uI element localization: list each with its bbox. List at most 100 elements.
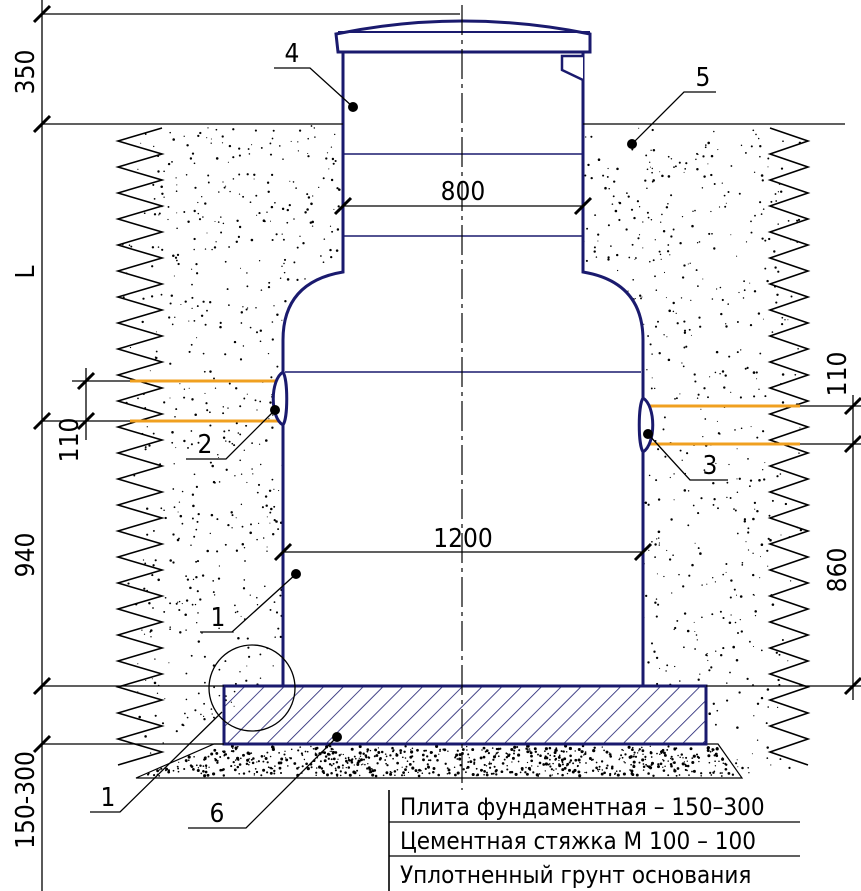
base-dot <box>664 765 666 767</box>
base-dot <box>588 757 592 760</box>
soil-dot <box>160 293 163 296</box>
soil-dot <box>203 718 206 721</box>
base-dot <box>483 770 486 773</box>
soil-dot <box>606 175 609 178</box>
soil-dot <box>240 615 242 617</box>
base-dot <box>600 760 604 763</box>
base-dot <box>286 765 289 767</box>
soil-dot <box>227 523 230 527</box>
base-dot <box>482 746 486 750</box>
soil-dot <box>667 244 670 246</box>
soil-dot <box>197 201 199 204</box>
soil-dot <box>307 152 309 155</box>
base-dot <box>601 746 603 748</box>
base-dot <box>418 768 421 772</box>
soil-dot <box>729 497 732 499</box>
base-dot <box>679 756 681 758</box>
soil-dot <box>663 416 666 419</box>
base-dot <box>200 772 203 775</box>
base-dot <box>389 772 393 776</box>
soil-dot <box>246 307 249 309</box>
soil-dot <box>259 463 262 466</box>
soil-dot <box>229 190 231 193</box>
soil-dot <box>728 621 732 624</box>
soil-dot <box>312 195 314 197</box>
base-dot <box>332 762 335 765</box>
soil-dot <box>681 459 683 461</box>
base-dot <box>585 771 588 774</box>
soil-dot <box>766 757 769 759</box>
soil-dot <box>330 255 333 259</box>
soil-dot <box>271 478 274 481</box>
base-dot <box>700 772 703 775</box>
base-dot <box>549 754 552 757</box>
base-dot <box>566 762 570 766</box>
base-dot <box>497 755 500 758</box>
soil-dot <box>169 626 171 628</box>
base-dot <box>519 771 522 774</box>
soil-dot <box>725 202 727 204</box>
soil-dot <box>252 473 254 475</box>
soil-dot <box>178 501 181 503</box>
soil-dot <box>293 218 295 220</box>
soil-dot <box>272 414 274 416</box>
base-dot <box>320 767 324 770</box>
soil-dot <box>658 542 660 544</box>
soil-dot <box>256 538 258 541</box>
soil-dot <box>662 229 666 233</box>
soil-dot <box>777 678 780 682</box>
soil-dot <box>281 319 283 321</box>
soil-dot <box>787 319 789 321</box>
soil-dot <box>719 653 723 657</box>
soil-dot <box>713 247 716 250</box>
base-dot <box>458 757 462 761</box>
soil-dot <box>753 715 755 717</box>
soil-dot <box>779 758 782 761</box>
base-dot <box>334 769 337 772</box>
base-dot <box>636 752 639 754</box>
base-dot <box>315 771 318 774</box>
soil-dot <box>650 149 652 151</box>
soil-dot <box>687 263 689 265</box>
soil-dot <box>701 584 703 586</box>
soil-dot <box>748 640 751 643</box>
soil-dot <box>191 517 194 520</box>
soil-dot <box>191 268 193 270</box>
base-dot <box>525 766 527 769</box>
soil-dot <box>213 377 215 380</box>
soil-dot <box>735 659 739 662</box>
soil-dot <box>696 242 699 244</box>
soil-dot <box>687 490 690 492</box>
base-dot <box>592 749 596 753</box>
soil-dot <box>332 162 335 165</box>
base-dot <box>555 768 557 770</box>
soil-dot <box>194 186 197 189</box>
base-dot <box>662 759 665 762</box>
soil-dot <box>764 395 767 398</box>
soil-dot <box>711 232 713 235</box>
base-dot <box>722 762 725 765</box>
soil-dot <box>752 552 754 554</box>
base-dot <box>547 752 550 755</box>
soil-dot <box>336 228 340 231</box>
soil-dot <box>169 559 172 562</box>
base-dot <box>323 759 327 763</box>
soil-dot <box>311 225 314 227</box>
base-dot <box>554 748 558 752</box>
soil-dot <box>702 278 704 280</box>
soil-dot <box>752 129 755 132</box>
base-dot <box>480 768 483 772</box>
dim-depth: L <box>11 265 41 278</box>
soil-dot <box>747 458 749 460</box>
base-dot <box>371 773 375 777</box>
soil-dot <box>646 187 648 190</box>
soil-dot <box>260 289 263 291</box>
soil-dot <box>179 514 183 518</box>
base-dot <box>596 768 599 771</box>
soil-dot <box>777 223 779 225</box>
soil-dot <box>215 157 219 160</box>
base-dot <box>360 764 363 766</box>
base-dot <box>386 764 389 767</box>
base-dot <box>270 745 275 749</box>
soil-dot <box>138 715 141 719</box>
